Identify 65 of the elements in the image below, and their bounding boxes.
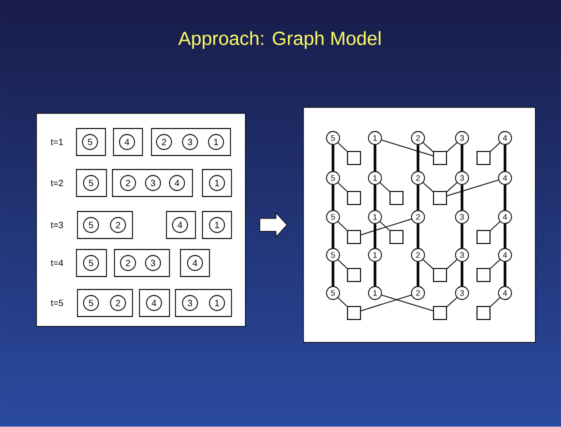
link-line xyxy=(381,140,434,156)
thick-link-line xyxy=(332,262,334,286)
square-node xyxy=(433,268,447,282)
link-line xyxy=(490,142,500,152)
link-line xyxy=(338,297,348,307)
link-line xyxy=(381,294,434,312)
block-arrow xyxy=(259,212,288,238)
thick-link-line xyxy=(332,224,334,248)
time-label: t=5 xyxy=(50,300,63,306)
square-node xyxy=(476,230,490,244)
square-node xyxy=(433,306,447,320)
thick-link-line xyxy=(416,262,420,286)
link-line xyxy=(338,221,348,231)
time-label: t=1 xyxy=(50,138,63,146)
square-node xyxy=(476,151,490,165)
thick-link-line xyxy=(374,262,376,286)
link-line xyxy=(360,294,412,312)
thick-link-line xyxy=(460,144,464,172)
link-line xyxy=(490,297,500,307)
square-node xyxy=(390,230,404,244)
link-line xyxy=(446,259,458,270)
thick-link-line xyxy=(374,184,376,210)
link-line xyxy=(446,182,458,192)
square-node xyxy=(347,191,361,205)
title: Approach: Graph Model xyxy=(178,31,380,49)
thick-link-line xyxy=(374,224,376,248)
time-label: t=2 xyxy=(50,180,63,186)
square-node xyxy=(476,306,490,320)
link-line xyxy=(380,182,390,192)
thick-link-line xyxy=(460,224,464,248)
time-label: t=3 xyxy=(50,222,63,228)
thick-link-line xyxy=(416,184,420,210)
link-line xyxy=(446,297,458,308)
time-label: t=4 xyxy=(50,260,64,266)
thick-link-line xyxy=(332,184,334,210)
thick-link-line xyxy=(504,144,506,172)
square-node xyxy=(347,230,361,244)
thick-link-line xyxy=(504,184,506,210)
link-line xyxy=(422,259,434,270)
link-line xyxy=(422,142,434,152)
square-node xyxy=(476,268,490,282)
thick-link-line xyxy=(332,144,334,172)
link-line xyxy=(422,182,434,192)
thick-link-line xyxy=(460,184,464,210)
link-line xyxy=(360,218,412,236)
square-node xyxy=(347,306,361,320)
link-line xyxy=(338,259,348,269)
link-line xyxy=(446,142,458,152)
link-line xyxy=(490,259,500,269)
thick-link-line xyxy=(504,224,506,248)
thick-link-line xyxy=(374,144,376,172)
square-node xyxy=(347,268,361,282)
link-line xyxy=(380,221,390,231)
thick-link-line xyxy=(504,262,506,286)
link-line xyxy=(338,142,348,152)
thick-link-line xyxy=(460,262,464,286)
square-node xyxy=(390,191,404,205)
link-line xyxy=(490,221,500,231)
thick-link-line xyxy=(416,224,420,248)
square-node xyxy=(347,151,361,165)
square-node xyxy=(433,151,447,165)
link-line xyxy=(338,182,348,192)
link-line xyxy=(446,180,499,196)
square-node xyxy=(433,191,447,205)
thick-link-line xyxy=(416,144,420,172)
